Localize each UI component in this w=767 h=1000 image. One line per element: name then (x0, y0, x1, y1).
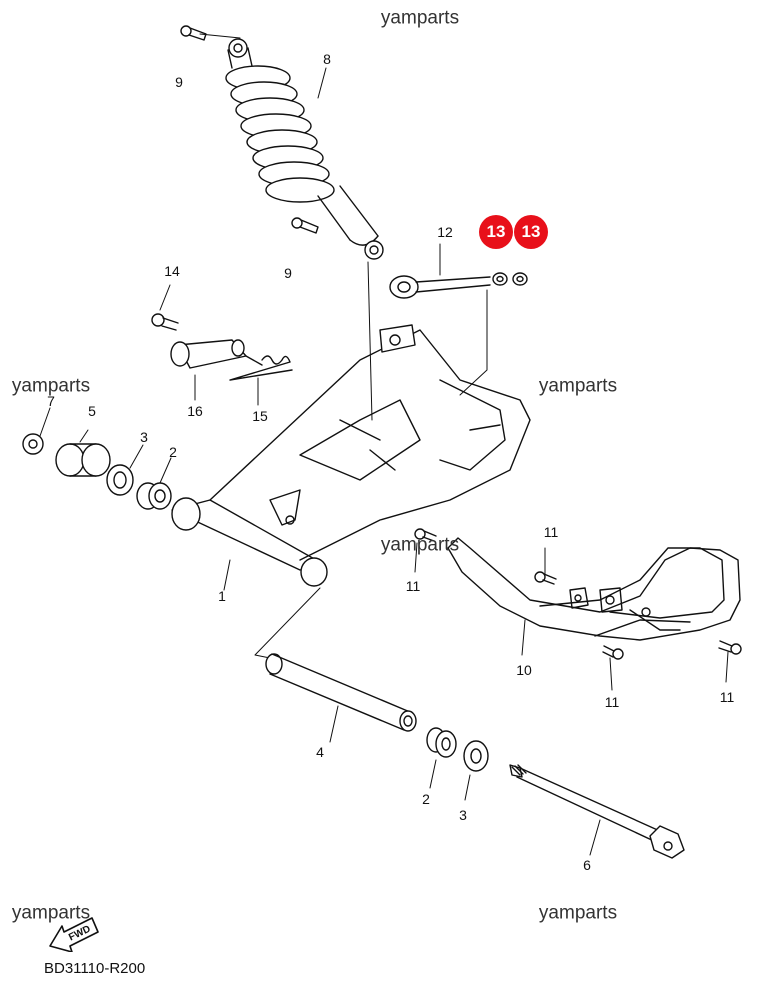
part-label-8[interactable]: 8 (323, 51, 331, 67)
part-badge-13-b[interactable]: 13 (514, 215, 548, 249)
part-label-16[interactable]: 16 (187, 403, 203, 419)
part-label-10[interactable]: 10 (516, 662, 532, 678)
bolt-9-top[interactable] (180, 25, 207, 41)
diagram-code: BD31110-R200 (44, 960, 146, 977)
part-label-11-d[interactable]: 11 (719, 689, 735, 705)
part-label-11-a[interactable]: 11 (405, 578, 421, 594)
watermark-bottom-right: yamparts (538, 902, 618, 924)
bolt-11-c[interactable] (602, 645, 624, 660)
relay-rod[interactable] (389, 275, 491, 299)
bolt-11-b[interactable] (534, 571, 557, 585)
part-label-5[interactable]: 5 (88, 403, 96, 419)
part-label-11-c[interactable]: 11 (604, 694, 620, 710)
part-label-12[interactable]: 12 (437, 224, 453, 240)
part-label-11-b[interactable]: 11 (543, 524, 559, 540)
bushing-2-left[interactable] (136, 482, 172, 510)
nut-13-a[interactable] (492, 272, 508, 286)
pivot-bolt-6[interactable] (509, 764, 685, 859)
bolt-11-a[interactable] (414, 528, 437, 542)
part-label-2-right[interactable]: 2 (422, 791, 430, 807)
swingarm[interactable] (171, 324, 531, 587)
bushing-2-right[interactable] (426, 727, 457, 758)
part-label-15[interactable]: 15 (252, 408, 268, 424)
fwd-arrow-icon: FWD (49, 917, 99, 952)
watermark-mid-left: yamparts (11, 375, 91, 397)
watermark-top: yamparts (380, 7, 460, 29)
part-label-9-top[interactable]: 9 (175, 74, 183, 90)
part-label-3-right[interactable]: 3 (459, 807, 467, 823)
part-label-4[interactable]: 4 (316, 744, 324, 760)
rear-shock-absorber[interactable] (225, 38, 384, 260)
guard-10[interactable] (447, 537, 741, 641)
bushing-5[interactable] (55, 443, 111, 477)
bolt-9-mid[interactable] (291, 217, 319, 234)
part-label-6[interactable]: 6 (583, 857, 591, 873)
leader-lines (39, 33, 729, 856)
washer-3-left[interactable] (106, 464, 134, 496)
collar-7[interactable] (22, 433, 44, 455)
bracket-16[interactable] (151, 313, 293, 381)
part-label-3-left[interactable]: 3 (140, 429, 148, 445)
part-badge-13-a[interactable]: 13 (479, 215, 513, 249)
part-label-14[interactable]: 14 (164, 263, 180, 279)
watermark-mid-right: yamparts (538, 375, 618, 397)
part-label-2-left[interactable]: 2 (169, 444, 177, 460)
watermark-center: yamparts (380, 534, 460, 556)
part-label-7[interactable]: 7 (47, 393, 55, 409)
watermark-bottom-left: yamparts (11, 902, 91, 924)
pivot-shaft-4[interactable] (265, 653, 417, 732)
washer-3-right[interactable] (463, 740, 489, 772)
part-label-9-mid[interactable]: 9 (284, 265, 292, 281)
part-label-1[interactable]: 1 (218, 588, 226, 604)
nut-13-b[interactable] (512, 272, 528, 286)
bolt-11-d[interactable] (718, 640, 742, 655)
